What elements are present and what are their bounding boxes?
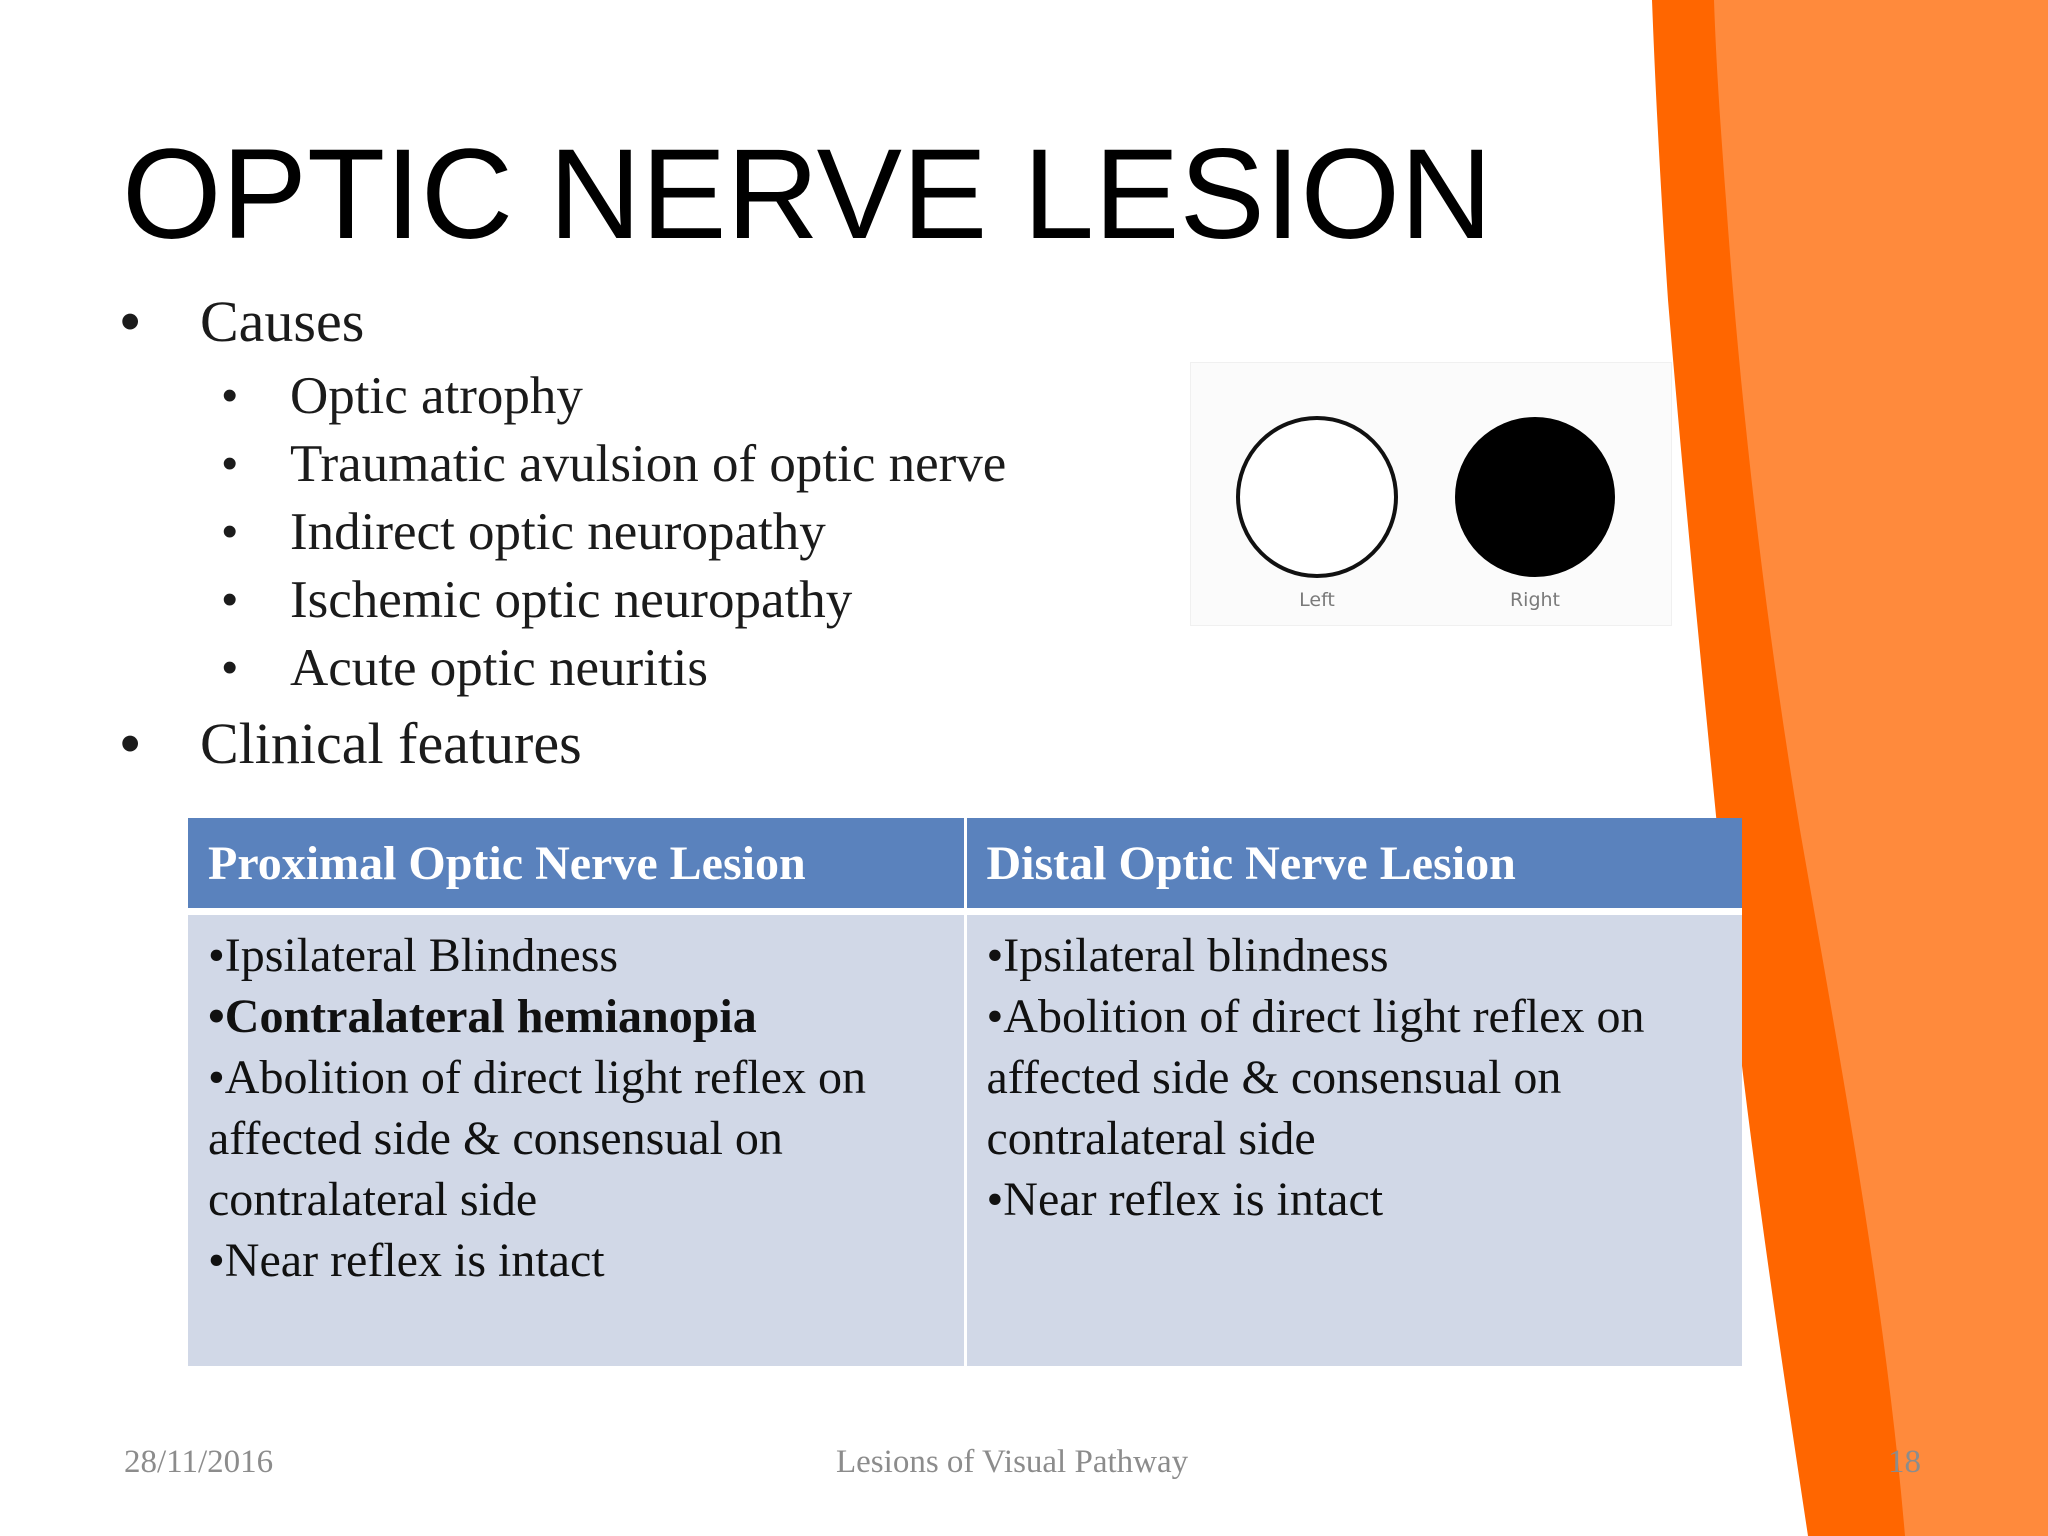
bullet-causes: • Causes <box>120 290 1200 354</box>
cell-line-bold: •Contralateral hemianopia <box>208 990 757 1043</box>
bullet-glyph: • <box>222 575 238 624</box>
cell-line: •Abolition of direct light reflex on aff… <box>986 990 1645 1165</box>
footer-title: Lesions of Visual Pathway <box>836 1444 1189 1480</box>
cell-line: •Near reflex is intact <box>986 1173 1384 1226</box>
sub-bullet: • Acute optic neuritis <box>120 634 1200 702</box>
bullet-glyph: • <box>222 643 238 692</box>
right-pupil-filled-circle <box>1455 417 1615 577</box>
left-pupil-open-circle <box>1236 416 1398 578</box>
bullet-list: • Causes • Optic atrophy • Traumatic avu… <box>120 290 1200 784</box>
bullet-clinical-features: • Clinical features <box>120 712 1200 776</box>
table-cell-distal: •Ipsilateral blindness •Abolition of dir… <box>965 911 1742 1366</box>
light-orange-wave <box>1714 0 2048 1536</box>
left-pupil-label: Left <box>1299 589 1335 611</box>
table-header-proximal: Proximal Optic Nerve Lesion <box>188 818 967 915</box>
sub-bullet: • Optic atrophy <box>120 362 1200 430</box>
right-pupil-label: Right <box>1509 589 1561 611</box>
bullet-glyph: • <box>120 289 141 354</box>
table-row: •Ipsilateral Blindness •Contralateral he… <box>188 911 1742 1366</box>
table-header-row: Proximal Optic Nerve Lesion Distal Optic… <box>188 818 1742 915</box>
lesion-comparison-table: Proximal Optic Nerve Lesion Distal Optic… <box>188 818 1742 1366</box>
pupil-diagram: Left Right <box>1190 362 1672 626</box>
footer-date: 28/11/2016 <box>124 1444 274 1480</box>
bullet-glyph: • <box>120 711 141 776</box>
pupil-diagram-svg <box>1236 416 1615 578</box>
table-cell-proximal: •Ipsilateral Blindness •Contralateral he… <box>188 911 967 1366</box>
bullet-text: Clinical features <box>200 711 582 776</box>
sub-bullet-text: Traumatic avulsion of optic nerve <box>290 435 1007 493</box>
bullet-glyph: • <box>222 507 238 556</box>
cell-line: •Near reflex is intact <box>208 1234 605 1287</box>
sub-bullet-text: Acute optic neuritis <box>290 639 708 697</box>
cell-line: •Ipsilateral blindness <box>986 929 1389 982</box>
sub-bullet: • Ischemic optic neuropathy <box>120 566 1200 634</box>
bullet-text: Causes <box>200 289 365 354</box>
sub-bullet-text: Indirect optic neuropathy <box>290 503 826 561</box>
sub-bullet-text: Ischemic optic neuropathy <box>290 571 853 629</box>
footer-page-number: 18 <box>1888 1444 1921 1480</box>
sub-bullet: • Indirect optic neuropathy <box>120 498 1200 566</box>
sub-bullet-text: Optic atrophy <box>290 367 583 425</box>
cell-line: •Abolition of direct light reflex on aff… <box>208 1051 866 1226</box>
causes-sublist: • Optic atrophy • Traumatic avulsion of … <box>120 362 1200 702</box>
sub-bullet: • Traumatic avulsion of optic nerve <box>120 430 1200 498</box>
cell-line: •Ipsilateral Blindness <box>208 929 619 982</box>
bullet-glyph: • <box>222 371 238 420</box>
table-header-distal: Distal Optic Nerve Lesion <box>965 818 1742 915</box>
slide-title: OPTIC NERVE LESION <box>122 123 1493 266</box>
bullet-glyph: • <box>222 439 238 488</box>
